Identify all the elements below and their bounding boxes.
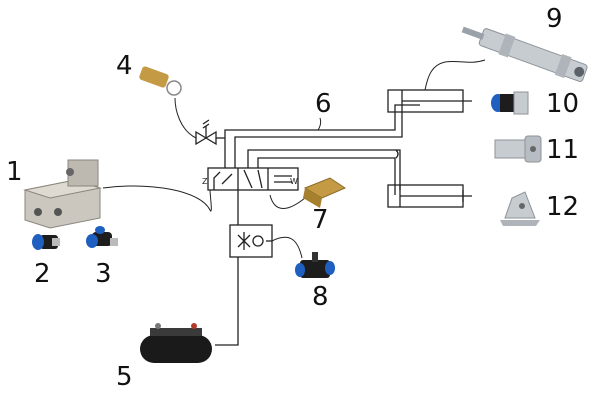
mounting-bracket-icon [500, 191, 540, 226]
label-2: 2 [34, 259, 51, 289]
label-11: 11 [546, 135, 579, 165]
label-5: 5 [116, 362, 133, 392]
leader-1 [102, 185, 212, 212]
cylinder-symbol-upper [387, 59, 486, 113]
cylinder-symbol-lower [387, 184, 472, 208]
label-9: 9 [546, 4, 563, 34]
label-6: 6 [315, 89, 332, 119]
push-fitting-icon [32, 234, 60, 250]
leader-9 [424, 59, 486, 91]
air-tank-icon [140, 323, 212, 363]
elbow-fitting-icon [86, 226, 118, 248]
air-line-upper-inner [234, 112, 403, 168]
label-4: 4 [116, 51, 133, 81]
safety-valve-symbol [174, 97, 225, 146]
label-8: 8 [312, 282, 329, 312]
label-7: 7 [312, 205, 329, 235]
leader-7 [269, 194, 306, 209]
svg-text:W: W [290, 177, 298, 186]
leader-8 [271, 236, 303, 259]
air-line-lower-inner [257, 157, 396, 195]
leader-6 [317, 117, 322, 131]
flow-control-symbol [229, 224, 273, 258]
silencer-icon [303, 177, 347, 208]
callout-labels: 1 2 3 4 5 6 7 8 9 10 11 12 [6, 4, 579, 392]
svg-text:Z: Z [202, 177, 208, 186]
flow-control-valve-icon [295, 252, 335, 278]
safety-valve-icon [139, 66, 182, 96]
schematic: Z W [102, 97, 420, 346]
label-1: 1 [6, 157, 23, 187]
line-crossing [395, 149, 399, 159]
label-10: 10 [546, 89, 579, 119]
solenoid-valve-icon [23, 159, 102, 229]
label-12: 12 [546, 192, 579, 222]
label-3: 3 [95, 259, 112, 289]
valve-symbol: Z W [202, 167, 299, 191]
air-line-upper [224, 104, 420, 168]
rod-clevis-icon [494, 135, 542, 163]
air-line-to-tank [215, 257, 239, 346]
air-line-lower [247, 149, 401, 190]
push-fitting-straight-icon [491, 91, 529, 115]
pneumatic-cylinder-icon [461, 26, 588, 83]
